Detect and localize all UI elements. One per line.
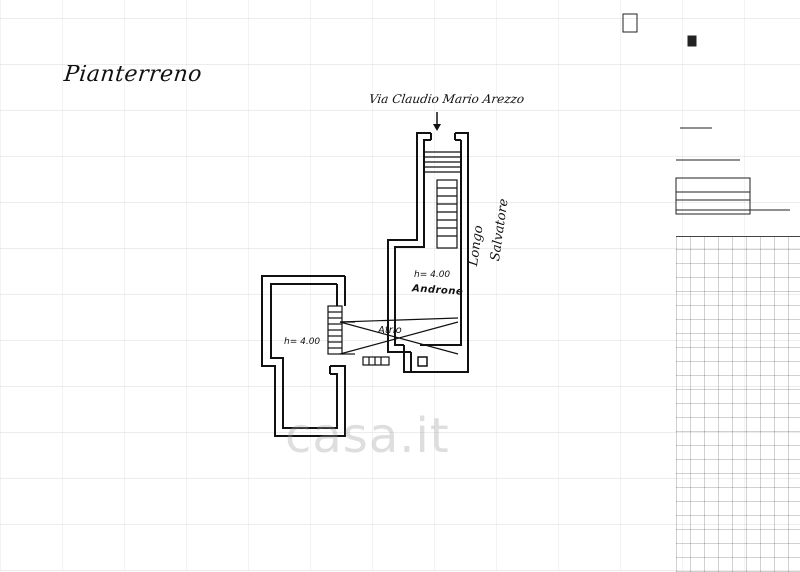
entrance-arrow-icon (433, 112, 441, 131)
atrium-void-symbol (339, 317, 459, 355)
adjacent-drawing-fragment (622, 13, 790, 215)
atrio-label: Atrio (378, 325, 402, 336)
left-room-walls (261, 275, 346, 437)
adjacent-sheet-grid (676, 236, 800, 572)
staircase (436, 179, 458, 249)
entrance-height-label: h= 4.00 (414, 270, 451, 280)
androne-walls (387, 132, 469, 373)
watermark: casa.it (285, 408, 450, 464)
entrance-steps (424, 151, 461, 173)
pillar (417, 356, 428, 367)
left-room-height-label: h= 4.00 (284, 337, 321, 347)
hatched-opening (327, 305, 355, 355)
small-steps (362, 356, 390, 366)
